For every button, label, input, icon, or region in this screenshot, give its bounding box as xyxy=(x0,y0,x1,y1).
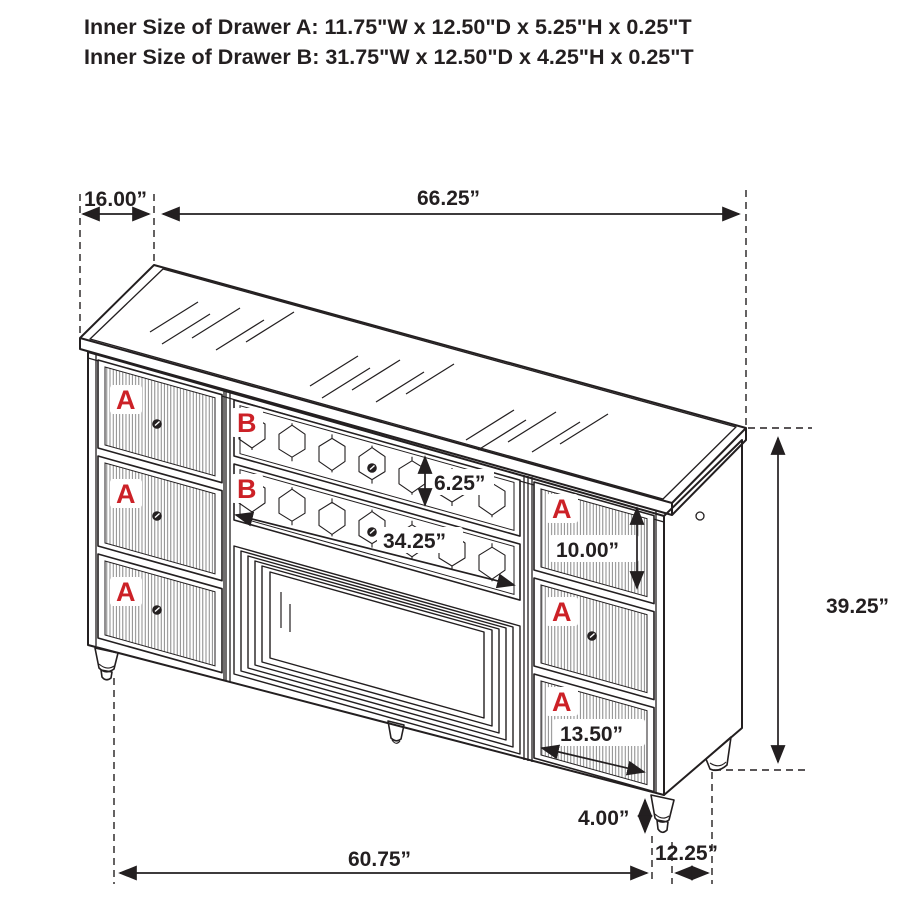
drawer-knob xyxy=(367,527,377,537)
drawer-knob xyxy=(587,631,597,641)
dim-side-leg-span-label: 12.25” xyxy=(655,842,718,865)
front-right-leg xyxy=(650,794,675,823)
right-side-face xyxy=(663,439,743,796)
side-peg-hole xyxy=(695,511,705,521)
dim-leg-height-label: 4.00” xyxy=(578,807,629,830)
drawer-b-label: B xyxy=(237,408,257,438)
front-left-foot xyxy=(100,669,113,681)
dim-drawer-a-width-label: 13.50” xyxy=(560,723,623,746)
dim-side-leg-span: 12.25” xyxy=(655,842,718,881)
title-line-2: Inner Size of Drawer B: 31.75"W x 12.50"… xyxy=(84,45,694,69)
top-surface-inner-border xyxy=(89,268,737,500)
title-line-1: Inner Size of Drawer A: 11.75"W x 12.50"… xyxy=(84,15,692,39)
dim-drawer-b-height-label: 6.25” xyxy=(434,472,485,495)
legs xyxy=(94,647,732,834)
dim-drawer-b-height: 6.25” xyxy=(417,455,485,507)
drawer-letters: A A A A A A B B xyxy=(116,385,572,717)
drawer-a-label: A xyxy=(552,597,572,627)
dividers xyxy=(95,354,657,793)
dim-drawer-a-width: 13.50” xyxy=(540,723,646,776)
dim-drawer-b-width-label: 34.25” xyxy=(383,530,446,553)
dim-top-depth: 16.00” xyxy=(81,188,151,222)
dim-top-width-label: 66.25” xyxy=(417,187,480,210)
drawer-knob xyxy=(152,605,162,615)
middle-leg xyxy=(387,720,405,742)
dim-front-leg-span: 60.75” xyxy=(118,848,649,881)
dim-top-width: 66.25” xyxy=(161,187,741,222)
dim-drawer-a-height: 10.00” xyxy=(556,506,645,590)
dim-drawer-a-height-label: 10.00” xyxy=(556,539,619,562)
drawer-knob xyxy=(367,463,377,473)
drawer-a-label: A xyxy=(552,687,572,717)
dim-drawer-b-width: 34.25” xyxy=(234,511,516,589)
drawer-a-label: A xyxy=(116,479,136,509)
glass-reflection-ticks xyxy=(280,592,291,632)
drawer-knob xyxy=(152,419,162,429)
dim-leg-height: 4.00” xyxy=(578,798,653,834)
label-patches xyxy=(110,385,645,746)
drawer-b-label: B xyxy=(237,474,257,504)
center-glass-door xyxy=(233,545,521,755)
extension-lines xyxy=(79,190,812,884)
dim-top-depth-label: 16.00” xyxy=(84,188,147,211)
dim-overall-height: 39.25” xyxy=(770,436,889,764)
drawer-a-label: A xyxy=(552,494,572,524)
dim-overall-height-label: 39.25” xyxy=(826,595,889,618)
drawer-a-label: A xyxy=(116,385,136,415)
drawer-a-label: A xyxy=(116,577,136,607)
dimension-annotations: 16.00” 66.25” 6.25” 34.25” 10.00” 39.25”… xyxy=(79,187,889,884)
drawer-knob xyxy=(152,511,162,521)
front-right-foot xyxy=(656,819,669,834)
dim-front-leg-span-label: 60.75” xyxy=(348,848,411,871)
glass-reflection-hatches xyxy=(149,301,609,453)
